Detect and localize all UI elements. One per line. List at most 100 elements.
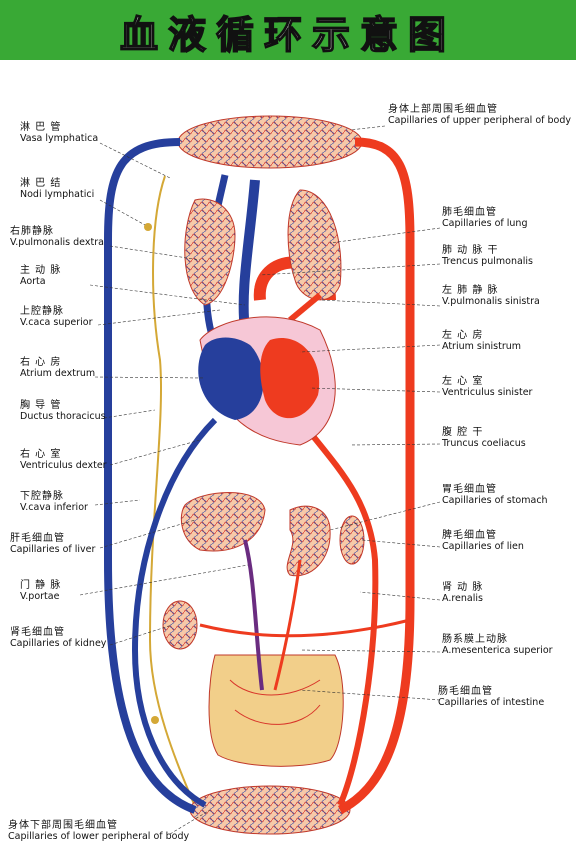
label-la: V.cava inferior <box>20 502 88 513</box>
label-zh: 门 静 脉 <box>20 580 62 591</box>
label-v-caca-superior: 上腔静脉 V.caca superior <box>20 306 93 328</box>
label-lower-body-capillaries: 身体下部周围毛细血管 Capillaries of lower peripher… <box>8 820 189 842</box>
lower-body-capillaries <box>189 785 351 835</box>
label-nodi-lymphatici: 淋 巴 结 Nodi lymphatici <box>20 178 94 200</box>
label-vasa-lymphatica: 淋 巴 管 Vasa lymphatica <box>20 122 98 144</box>
label-ventriculus-dexter: 右 心 室 Ventriculus dexter <box>20 449 107 471</box>
label-zh: 左 心 房 <box>442 330 484 341</box>
systemic-artery-right <box>337 137 415 815</box>
label-zh: 下腔静脉 <box>20 491 64 502</box>
left-lung <box>287 189 342 301</box>
label-zh: 肠毛细血管 <box>438 686 493 697</box>
label-la: Capillaries of lien <box>442 541 524 552</box>
label-la: Capillaries of stomach <box>442 495 548 506</box>
label-la: Capillaries of upper peripheral of body <box>388 115 571 126</box>
intestine-capillaries <box>208 654 344 767</box>
label-zh: 左 肺 静 脉 <box>442 285 499 296</box>
label-zh: 左 心 室 <box>442 376 484 387</box>
lymph-node <box>144 223 152 231</box>
label-zh: 肝毛细血管 <box>10 533 65 544</box>
label-la: V.pulmonalis dextra <box>10 237 104 248</box>
label-zh: 胸 导 管 <box>20 400 62 411</box>
label-zh: 上腔静脉 <box>20 306 64 317</box>
right-leader-lines <box>259 125 441 701</box>
intestine-capillary-mesh <box>229 679 321 725</box>
label-ductus-thoracicus: 胸 导 管 Ductus thoracicus <box>20 400 106 422</box>
label-zh: 肾毛细血管 <box>10 627 65 638</box>
label-zh: 肠系膜上动脉 <box>442 634 508 645</box>
label-v-pulmonalis-sinistra: 左 肺 静 脉 V.pulmonalis sinistra <box>442 285 540 307</box>
label-truncus-coeliacus: 腹 腔 干 Truncus coeliacus <box>442 427 526 449</box>
left-ventricle <box>260 338 320 419</box>
label-zh: 身体上部周围毛细血管 <box>388 104 498 115</box>
label-zh: 肾 动 脉 <box>442 582 484 593</box>
label-atrium-sinistrum: 左 心 房 Atrium sinistrum <box>442 330 521 352</box>
label-capillaries-of-intestine: 肠毛细血管 Capillaries of intestine <box>438 686 544 708</box>
label-trencus-pulmonalis: 肺 动 脉 干 Trencus pulmonalis <box>442 245 533 267</box>
label-la: Ventriculus sinister <box>442 387 533 398</box>
label-la: V.caca superior <box>20 317 93 328</box>
renal-artery <box>199 618 411 638</box>
label-zh: 淋 巴 管 <box>20 122 62 133</box>
label-la: Atrium sinistrum <box>442 341 522 352</box>
label-la: Atrium dextrum <box>20 368 96 379</box>
label-la: Vasa lymphatica <box>20 133 99 144</box>
label-aorta: 主 动 脉 Aorta <box>20 265 61 287</box>
label-zh: 胃毛细血管 <box>442 484 497 495</box>
title-banner: 血液循环示意图 <box>0 0 576 60</box>
upper-body-capillaries <box>177 115 363 169</box>
portal-vein <box>243 539 264 691</box>
label-la: V.pulmonalis sinistra <box>442 296 540 307</box>
pulmonary-trunk <box>238 179 260 331</box>
label-capillaries-of-lung: 肺毛细血管 Capillaries of lung <box>442 207 527 229</box>
label-la: V.portae <box>20 591 60 602</box>
label-la: Capillaries of kidney <box>10 638 107 649</box>
left-leader-lines <box>79 142 249 835</box>
right-atrium <box>198 337 264 420</box>
aorta-descending <box>297 418 379 807</box>
label-la: Capillaries of liver <box>10 544 96 555</box>
pulmonary-vein-left <box>288 292 322 323</box>
systemic-vein-left <box>104 138 197 814</box>
label-la: Trencus pulmonalis <box>442 256 534 267</box>
label-capillaries-of-stomach: 胃毛细血管 Capillaries of stomach <box>442 484 548 506</box>
label-a-mesenterica-superior: 肠系膜上动脉 A.mesenterica superior <box>442 634 553 656</box>
label-v-portae: 门 静 脉 V.portae <box>20 580 61 602</box>
spleen-capillaries <box>339 515 365 565</box>
label-la: Aorta <box>20 276 46 287</box>
label-zh: 肺毛细血管 <box>442 207 497 218</box>
label-capillaries-of-kidney: 肾毛细血管 Capillaries of kidney <box>10 627 106 649</box>
label-zh: 右 心 室 <box>20 449 62 460</box>
label-la: Capillaries of lung <box>442 218 528 229</box>
label-la: Ductus thoracicus <box>20 411 106 422</box>
label-upper-body-capillaries: 身体上部周围毛细血管 Capillaries of upper peripher… <box>388 104 571 126</box>
circulation-diagram: 淋 巴 管 Vasa lymphatica 淋 巴 结 Nodi lymphat… <box>0 60 576 857</box>
right-lung <box>184 198 236 306</box>
label-a-renalis: 肾 动 脉 A.renalis <box>442 582 483 604</box>
label-v-pulmonalis-dextra: 右肺静脉 V.pulmonalis dextra <box>10 226 104 248</box>
label-zh: 右 心 房 <box>20 357 62 368</box>
label-la: Capillaries of lower peripheral of body <box>8 831 190 842</box>
label-la: Truncus coeliacus <box>442 438 526 449</box>
lymph-vessel <box>148 175 201 819</box>
label-atrium-dextrum: 右 心 房 Atrium dextrum <box>20 357 95 379</box>
circulation-svg <box>79 115 441 835</box>
label-la: Capillaries of intestine <box>438 697 545 708</box>
label-la: Ventriculus dexter <box>20 460 107 471</box>
label-zh: 淋 巴 结 <box>20 178 62 189</box>
label-ventriculus-sinister: 左 心 室 Ventriculus sinister <box>442 376 532 398</box>
label-zh: 腹 腔 干 <box>442 427 484 438</box>
label-zh: 主 动 脉 <box>20 265 62 276</box>
label-zh: 右肺静脉 <box>10 226 54 237</box>
label-la: Nodi lymphatici <box>20 189 95 200</box>
label-capillaries-of-lien: 脾毛细血管 Capillaries of lien <box>442 530 524 552</box>
label-v-cava-inferior: 下腔静脉 V.cava inferior <box>20 491 88 513</box>
mesenteric-artery <box>273 559 302 691</box>
lymph-node <box>151 716 159 724</box>
page-title: 血液循环示意图 <box>119 12 456 58</box>
liver-capillaries <box>180 492 266 552</box>
label-capillaries-of-liver: 肝毛细血管 Capillaries of liver <box>10 533 95 555</box>
label-zh: 脾毛细血管 <box>442 530 497 541</box>
kidney-capillaries <box>162 600 198 650</box>
inferior-vena-cava <box>131 417 218 808</box>
